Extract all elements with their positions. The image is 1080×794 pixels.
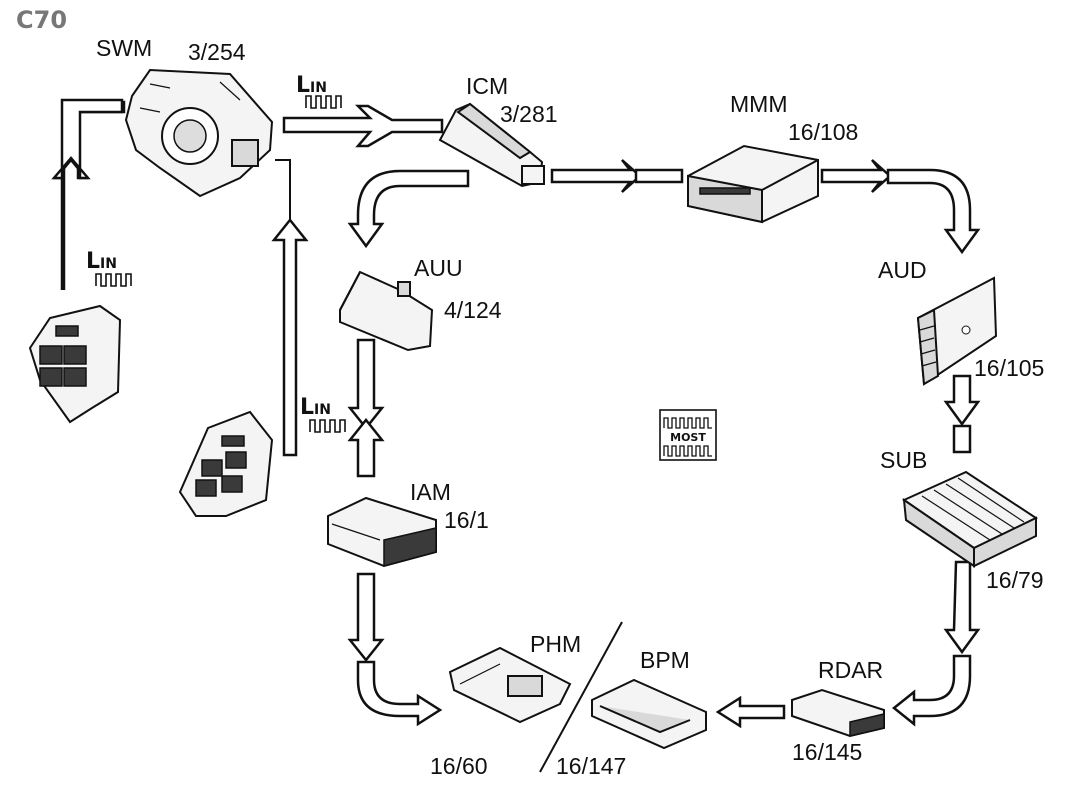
most-label: MOST: [670, 431, 706, 444]
arrow-aud-to-sub: [943, 374, 981, 427]
icm-name: ICM: [466, 73, 508, 99]
swm-device: [124, 68, 274, 198]
arrow-aud-to-sub-tail: [952, 424, 972, 454]
sub-device: [901, 470, 1039, 568]
phm-device: [448, 646, 572, 724]
bpm-code: 16/147: [556, 753, 626, 779]
arrow-icm-to-mmm: [550, 159, 642, 193]
lin-label-right: L IN: [300, 395, 346, 433]
bpm-device: [591, 678, 707, 750]
arrow-left-control-to-swm-head: [51, 98, 124, 290]
aud-code: 16/105: [974, 355, 1044, 381]
rdar-name: RDAR: [818, 657, 883, 683]
arrow-sub-to-rdar-curve: [891, 654, 972, 727]
arrow-swm-to-icm: [282, 104, 444, 148]
arrow-mmm-to-aud-curve: [886, 168, 981, 255]
phm-bpm-separator: [539, 621, 623, 773]
iam-name: IAM: [410, 479, 451, 505]
arrow-sub-to-rdar: [943, 560, 981, 655]
phm-code: 16/60: [430, 753, 488, 779]
swm-name: SWM: [96, 35, 152, 61]
mmm-device: [687, 144, 819, 224]
rdar-code: 16/145: [792, 739, 862, 765]
arrow-rdar-to-bpm: [715, 695, 786, 729]
iam-device: [327, 496, 437, 568]
lin-label-top: L IN: [296, 73, 342, 109]
lin-left-main: L: [86, 249, 100, 274]
aud-name: AUD: [878, 257, 927, 283]
mmm-name: MMM: [730, 91, 787, 117]
swm-code: 3/254: [188, 39, 246, 65]
arrow-auu-iam-lower: [347, 417, 385, 478]
connector-swm-right: [275, 159, 291, 222]
lin-left-sub: IN: [100, 256, 117, 272]
arrow-iam-to-phm: [347, 572, 385, 663]
icm-code: 3/281: [500, 101, 558, 127]
right-steering-control: [178, 410, 274, 517]
arrow-right-control-to-swm: [271, 217, 309, 457]
aud-device: [916, 276, 998, 386]
arrow-mmm-to-aud: [820, 159, 892, 193]
sub-code: 16/79: [986, 567, 1044, 593]
lin-top-main: L: [296, 73, 310, 98]
sub-name: SUB: [880, 447, 927, 473]
diagram-title: C70: [16, 6, 67, 34]
arrow-auu-iam: [347, 338, 385, 431]
lin-label-left: L IN: [86, 249, 132, 287]
left-steering-control: [28, 304, 122, 424]
rdar-device: [791, 688, 885, 738]
icm-device: [438, 102, 545, 188]
iam-code: 16/1: [444, 507, 489, 533]
lin-top-sub: IN: [310, 80, 327, 96]
auu-device: [339, 270, 434, 352]
phm-name: PHM: [530, 631, 581, 657]
arrow-icm-to-mmm-tail: [634, 168, 684, 184]
arrow-icm-to-auu: [347, 169, 470, 249]
auu-code: 4/124: [444, 297, 502, 323]
bpm-name: BPM: [640, 647, 690, 673]
arrow-iam-to-phm-curve: [356, 660, 443, 727]
lin-right-sub: IN: [314, 402, 331, 418]
auu-name: AUU: [414, 255, 463, 281]
most-bus-icon: MOST: [659, 409, 717, 461]
lin-right-main: L: [300, 395, 314, 420]
mmm-code: 16/108: [788, 119, 858, 145]
